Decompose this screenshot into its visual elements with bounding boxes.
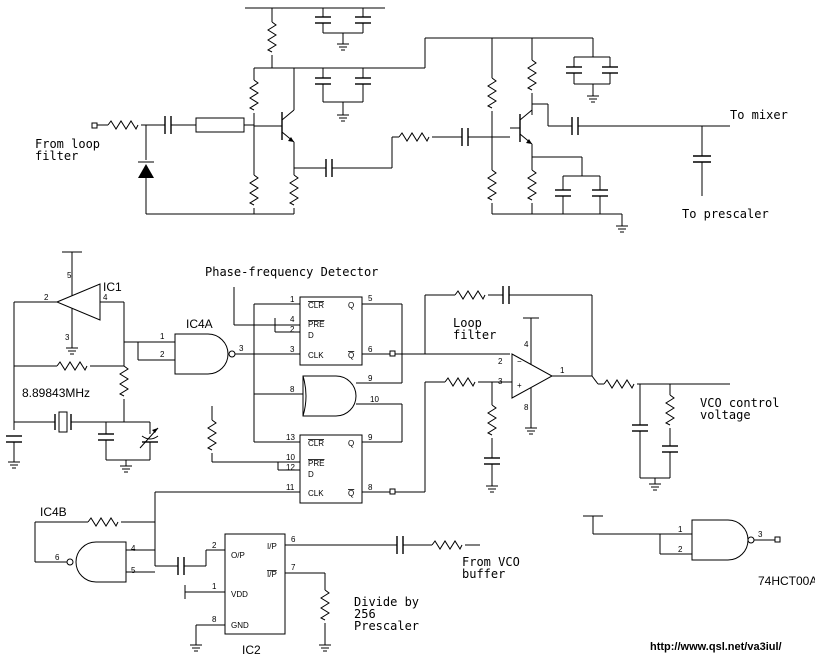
- svg-text:4: 4: [103, 293, 108, 302]
- ff2-clk: CLK: [308, 489, 324, 498]
- ff1-clk: CLK: [308, 351, 324, 360]
- ff2-q: Q: [348, 439, 354, 448]
- divide-label-line2: 256: [354, 607, 376, 621]
- svg-text:2: 2: [678, 545, 683, 554]
- svg-text:1: 1: [160, 332, 165, 341]
- svg-text:5: 5: [368, 294, 373, 303]
- ff2-qbar: Q: [348, 489, 354, 498]
- ic2-op: O/P: [231, 551, 245, 560]
- loop-filter-label-line2: filter: [453, 328, 496, 342]
- svg-text:9: 9: [368, 374, 373, 383]
- ic1-buffer-symbol: [55, 283, 101, 321]
- vco-control-label-line2: voltage: [700, 408, 751, 422]
- input-resistor: [107, 120, 139, 130]
- ff2-d: D: [308, 470, 314, 479]
- flip-flop-top: [233, 287, 510, 366]
- svg-text:8: 8: [368, 483, 373, 492]
- loop-filter: [424, 286, 730, 493]
- divide-label: Divide by: [354, 595, 419, 609]
- svg-text:11: 11: [286, 483, 295, 492]
- ff1-clr: CLR: [308, 301, 324, 310]
- ic2-prescaler: [184, 533, 480, 652]
- pfd-title: Phase-frequency Detector: [205, 265, 378, 279]
- ic1-oscillator: [6, 251, 175, 473]
- ic4a-nand-gate: [174, 333, 300, 375]
- ff2-clr: CLR: [308, 439, 324, 448]
- vco-section: [91, 7, 730, 233]
- svg-text:1: 1: [560, 366, 565, 375]
- ic2-vdd: VDD: [231, 590, 248, 599]
- varactor-diode: [138, 164, 154, 178]
- from-vco-label: From VCO: [462, 555, 520, 569]
- svg-text:3: 3: [65, 333, 70, 342]
- vco-control-label: VCO control: [700, 396, 779, 410]
- svg-text:5: 5: [67, 271, 72, 280]
- reset-nand-gate: [253, 304, 403, 442]
- svg-text:+: +: [517, 381, 522, 390]
- ic2-ipbar: I/P: [267, 570, 277, 579]
- op-amp-symbol: [511, 353, 554, 399]
- ic2-label: IC2: [242, 643, 261, 657]
- ff2-pre: PRE: [308, 459, 324, 468]
- ff1-qbar: Q: [348, 351, 354, 360]
- svg-text:−: −: [517, 357, 522, 366]
- svg-text:4: 4: [524, 340, 529, 349]
- from-loop-filter-label: From loop: [35, 137, 100, 151]
- svg-text:5: 5: [131, 566, 136, 575]
- spare-nand-gate: [583, 515, 781, 561]
- svg-text:2: 2: [212, 541, 217, 550]
- ic4b-label: IC4B: [40, 505, 67, 519]
- source-url[interactable]: http://www.qsl.net/va3iul/: [650, 641, 782, 653]
- ic4a-label: IC4A: [186, 317, 213, 331]
- svg-text:7: 7: [291, 563, 296, 572]
- svg-text:3: 3: [239, 344, 244, 353]
- svg-text:3: 3: [290, 345, 295, 354]
- svg-text:3: 3: [498, 377, 503, 386]
- svg-text:2: 2: [498, 357, 503, 366]
- svg-text:4: 4: [290, 315, 295, 324]
- to-mixer-label: To mixer: [730, 108, 788, 122]
- to-prescaler-label: To prescaler: [682, 207, 769, 221]
- ff1-q: Q: [348, 301, 354, 310]
- svg-text:6: 6: [291, 535, 296, 544]
- svg-text:8: 8: [290, 385, 295, 394]
- crystal-frequency: 8.89843MHz: [22, 386, 90, 400]
- svg-text:6: 6: [55, 553, 60, 562]
- svg-text:2: 2: [44, 293, 49, 302]
- svg-text:10: 10: [370, 395, 379, 404]
- svg-text:9: 9: [368, 433, 373, 442]
- ic2-ip: I/P: [267, 542, 277, 551]
- ic2-gnd: GND: [231, 621, 249, 630]
- input-terminal: [91, 122, 98, 129]
- svg-text:3: 3: [758, 530, 763, 539]
- part-number-label: 74HCT00A: [758, 574, 815, 588]
- svg-text:2: 2: [290, 325, 295, 334]
- ic4b-nand-gate: [34, 492, 225, 583]
- svg-text:2: 2: [160, 350, 165, 359]
- ff1-pre: PRE: [308, 320, 324, 329]
- from-loop-filter-label-line2: filter: [35, 149, 78, 163]
- ff1-d: D: [308, 331, 314, 340]
- svg-text:10: 10: [286, 453, 295, 462]
- svg-text:6: 6: [368, 345, 373, 354]
- divide-label-line3: Prescaler: [354, 619, 419, 633]
- svg-text:4: 4: [131, 544, 136, 553]
- inductor: [195, 117, 245, 133]
- ic1-label: IC1: [103, 280, 122, 294]
- crystal: [58, 411, 68, 433]
- svg-text:8: 8: [212, 615, 217, 624]
- svg-text:12: 12: [286, 463, 295, 472]
- from-vco-label-line2: buffer: [462, 567, 505, 581]
- svg-text:1: 1: [290, 295, 295, 304]
- loop-filter-label: Loop: [453, 316, 482, 330]
- svg-text:8: 8: [524, 403, 529, 412]
- flip-flop-bottom: [155, 382, 426, 504]
- svg-text:1: 1: [678, 525, 683, 534]
- svg-text:1: 1: [212, 582, 217, 591]
- svg-text:13: 13: [286, 433, 295, 442]
